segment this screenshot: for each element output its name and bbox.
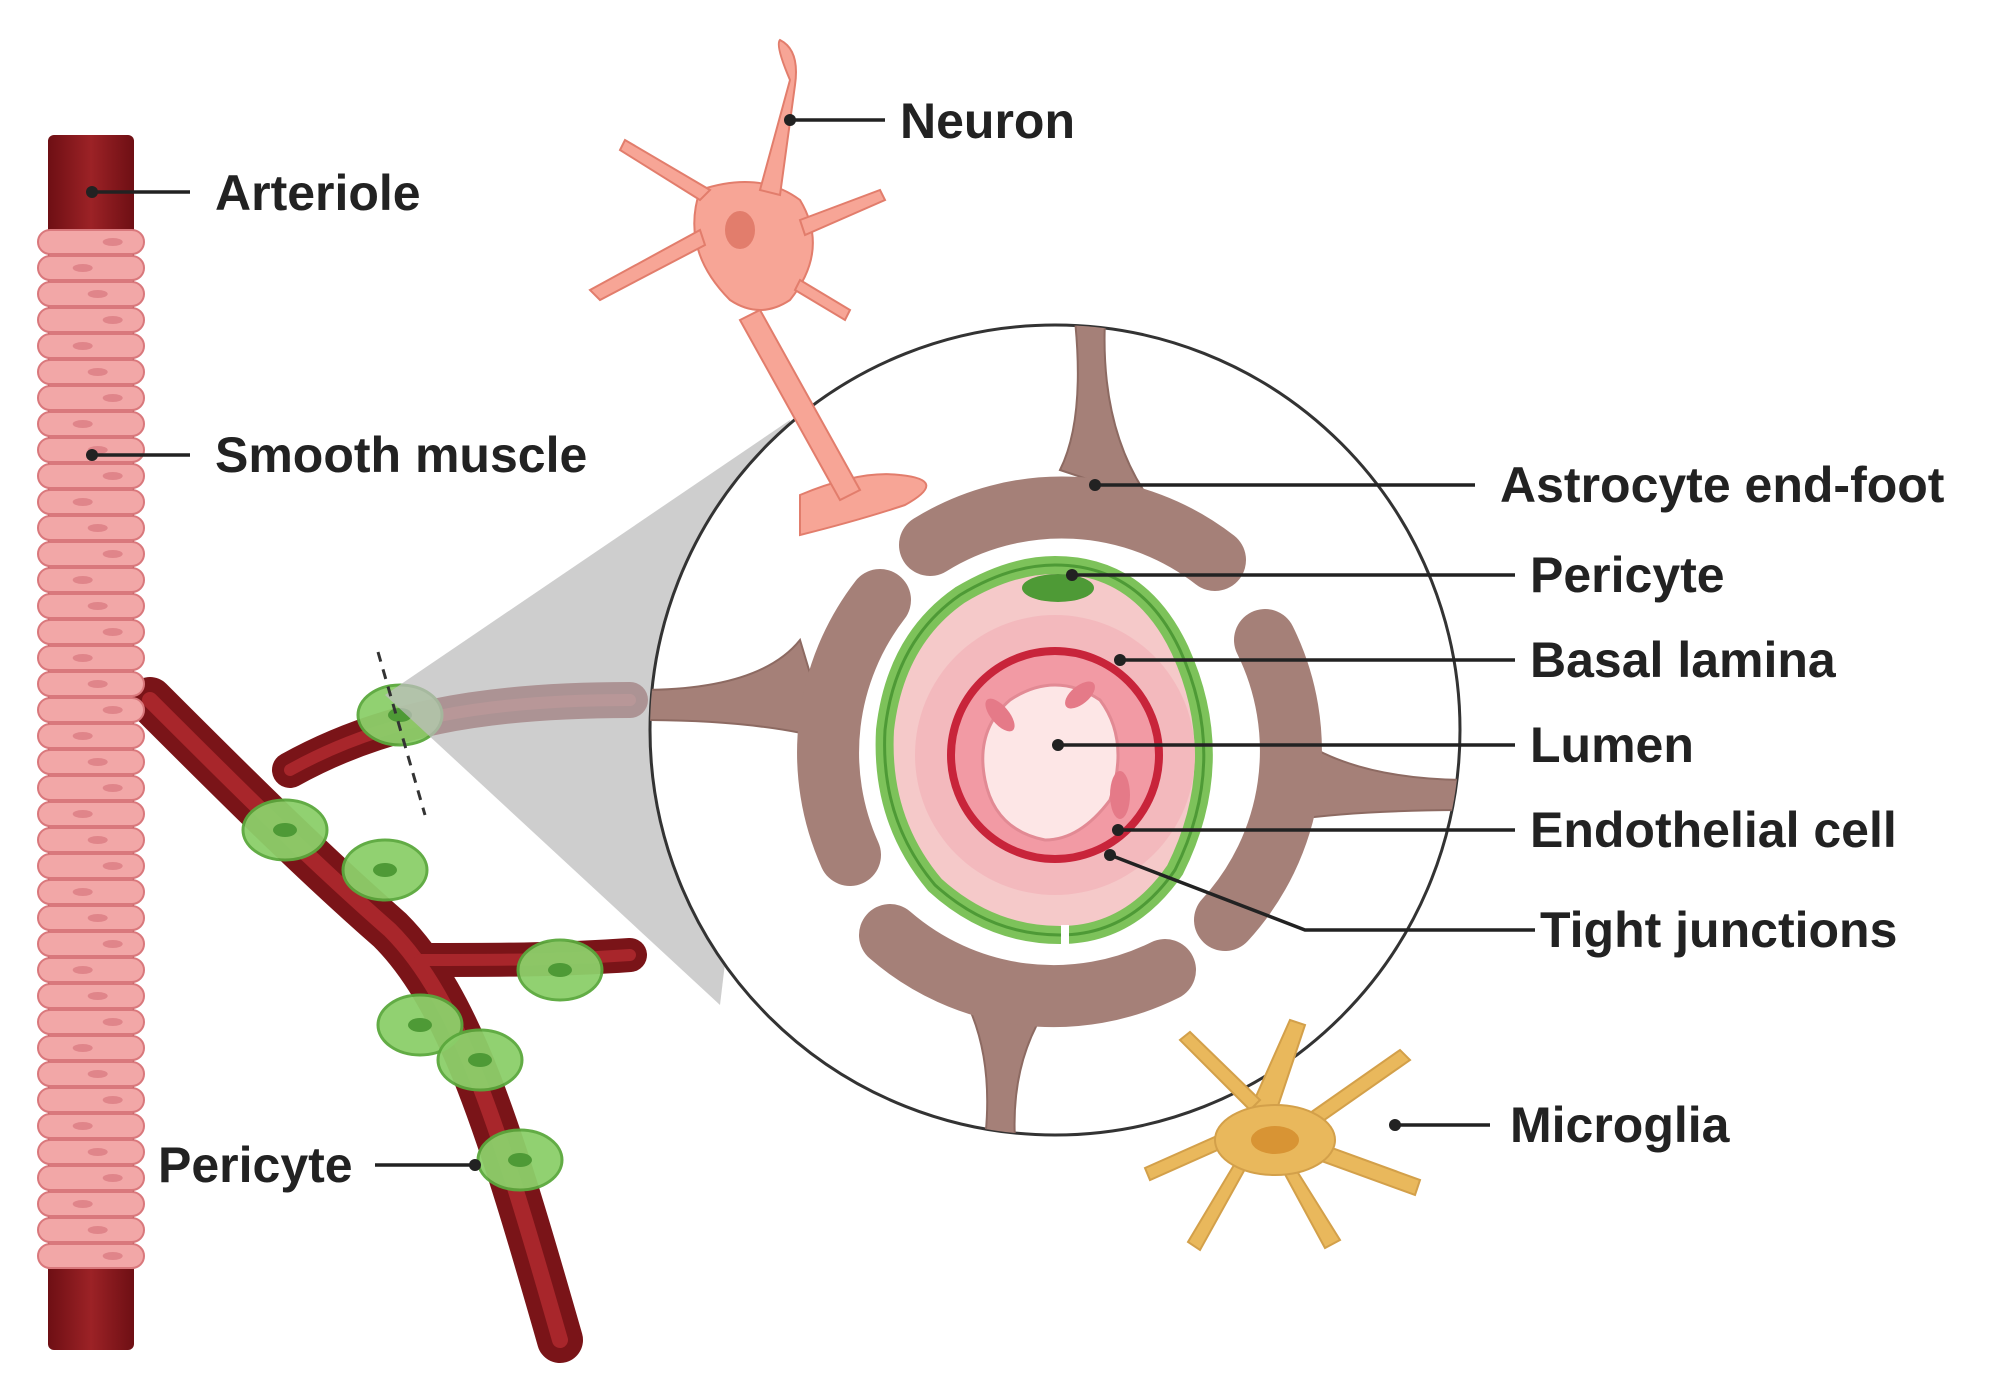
pericyte-cell-nucleus <box>468 1053 492 1067</box>
smooth-muscle-band <box>37 1243 145 1269</box>
smooth-muscle-nucleus <box>102 238 123 246</box>
label-arteriole: Arteriole <box>215 165 421 221</box>
label-endothelial-cell: Endothelial cell <box>1530 802 1897 858</box>
smooth-muscle-nucleus <box>87 290 108 298</box>
pericyte-cell-nucleus <box>408 1018 432 1032</box>
astrocyte-end-feet <box>650 325 1460 1135</box>
smooth-muscle-nucleus <box>72 966 93 974</box>
smooth-muscle-band <box>37 697 145 723</box>
smooth-muscle-band <box>37 1009 145 1035</box>
smooth-muscle-nucleus <box>102 940 123 948</box>
capillary-pericytes <box>241 683 604 1192</box>
leader-lines <box>86 114 1535 1171</box>
smooth-muscle-nucleus <box>102 316 123 324</box>
smooth-muscle <box>37 229 145 1269</box>
smooth-muscle-nucleus <box>72 1044 93 1052</box>
microglia-nucleus <box>1251 1126 1299 1154</box>
label-tight-junctions: Tight junctions <box>1540 902 1897 958</box>
smooth-muscle-nucleus <box>102 1096 123 1104</box>
astrocyte-foot-left <box>797 569 911 886</box>
label-lumen: Lumen <box>1530 717 1694 773</box>
smooth-muscle-band <box>37 1165 145 1191</box>
smooth-muscle-nucleus <box>102 706 123 714</box>
smooth-muscle-nucleus <box>102 784 123 792</box>
smooth-muscle-nucleus <box>72 498 93 506</box>
smooth-muscle-nucleus <box>72 888 93 896</box>
label-astrocyte-end-foot: Astrocyte end-foot <box>1500 457 1945 513</box>
smooth-muscle-band <box>37 463 145 489</box>
pericyte-nucleus <box>1022 574 1094 602</box>
pericyte-cell-nucleus <box>548 963 572 977</box>
endothelial-cell <box>1110 771 1130 819</box>
smooth-muscle-nucleus <box>87 836 108 844</box>
smooth-muscle-nucleus <box>102 628 123 636</box>
label-pericyte-capillary: Pericyte <box>158 1137 353 1193</box>
microglia <box>1143 1018 1422 1252</box>
smooth-muscle-band <box>37 541 145 567</box>
smooth-muscle-band <box>37 307 145 333</box>
smooth-muscle-nucleus <box>87 368 108 376</box>
astrocyte-foot-bottom <box>859 904 1196 1028</box>
smooth-muscle-nucleus <box>72 654 93 662</box>
smooth-muscle-band <box>37 385 145 411</box>
smooth-muscle-band <box>37 931 145 957</box>
astrocyte-foot-top <box>899 476 1246 591</box>
label-smooth-muscle: Smooth muscle <box>215 427 587 483</box>
smooth-muscle-nucleus <box>102 550 123 558</box>
smooth-muscle-nucleus <box>72 576 93 584</box>
smooth-muscle-nucleus <box>102 862 123 870</box>
smooth-muscle-nucleus <box>87 992 108 1000</box>
label-basal-lamina: Basal lamina <box>1530 632 1837 688</box>
smooth-muscle-nucleus <box>72 1122 93 1130</box>
smooth-muscle-band <box>37 1087 145 1113</box>
smooth-muscle-nucleus <box>72 420 93 428</box>
neuron-nucleus <box>725 211 755 249</box>
label-pericyte-cross-section: Pericyte <box>1530 547 1725 603</box>
smooth-muscle-nucleus <box>87 1070 108 1078</box>
smooth-muscle-nucleus <box>87 758 108 766</box>
pericyte-cell-nucleus <box>508 1153 532 1167</box>
smooth-muscle-nucleus <box>87 1148 108 1156</box>
smooth-muscle-nucleus <box>87 524 108 532</box>
smooth-muscle-band <box>37 853 145 879</box>
smooth-muscle-nucleus <box>102 394 123 402</box>
astrocyte-foot-right <box>1194 609 1322 951</box>
smooth-muscle-nucleus <box>72 1200 93 1208</box>
smooth-muscle-nucleus <box>102 1018 123 1026</box>
labels: Neuron Arteriole Smooth muscle Astrocyte… <box>158 93 1945 1193</box>
smooth-muscle-nucleus <box>102 1174 123 1182</box>
smooth-muscle-nucleus <box>72 810 93 818</box>
smooth-muscle-band <box>37 619 145 645</box>
smooth-muscle-nucleus <box>102 1252 123 1260</box>
smooth-muscle-nucleus <box>87 680 108 688</box>
smooth-muscle-band <box>37 229 145 255</box>
smooth-muscle-nucleus <box>72 342 93 350</box>
smooth-muscle-band <box>37 775 145 801</box>
smooth-muscle-nucleus <box>87 602 108 610</box>
pericyte-cell-nucleus <box>373 863 397 877</box>
smooth-muscle-nucleus <box>72 264 93 272</box>
smooth-muscle-nucleus <box>102 472 123 480</box>
label-microglia: Microglia <box>1510 1097 1731 1153</box>
smooth-muscle-nucleus <box>87 1226 108 1234</box>
label-neuron: Neuron <box>900 93 1075 149</box>
smooth-muscle-nucleus <box>72 732 93 740</box>
smooth-muscle-nucleus <box>87 914 108 922</box>
pericyte-cell-nucleus <box>273 823 297 837</box>
